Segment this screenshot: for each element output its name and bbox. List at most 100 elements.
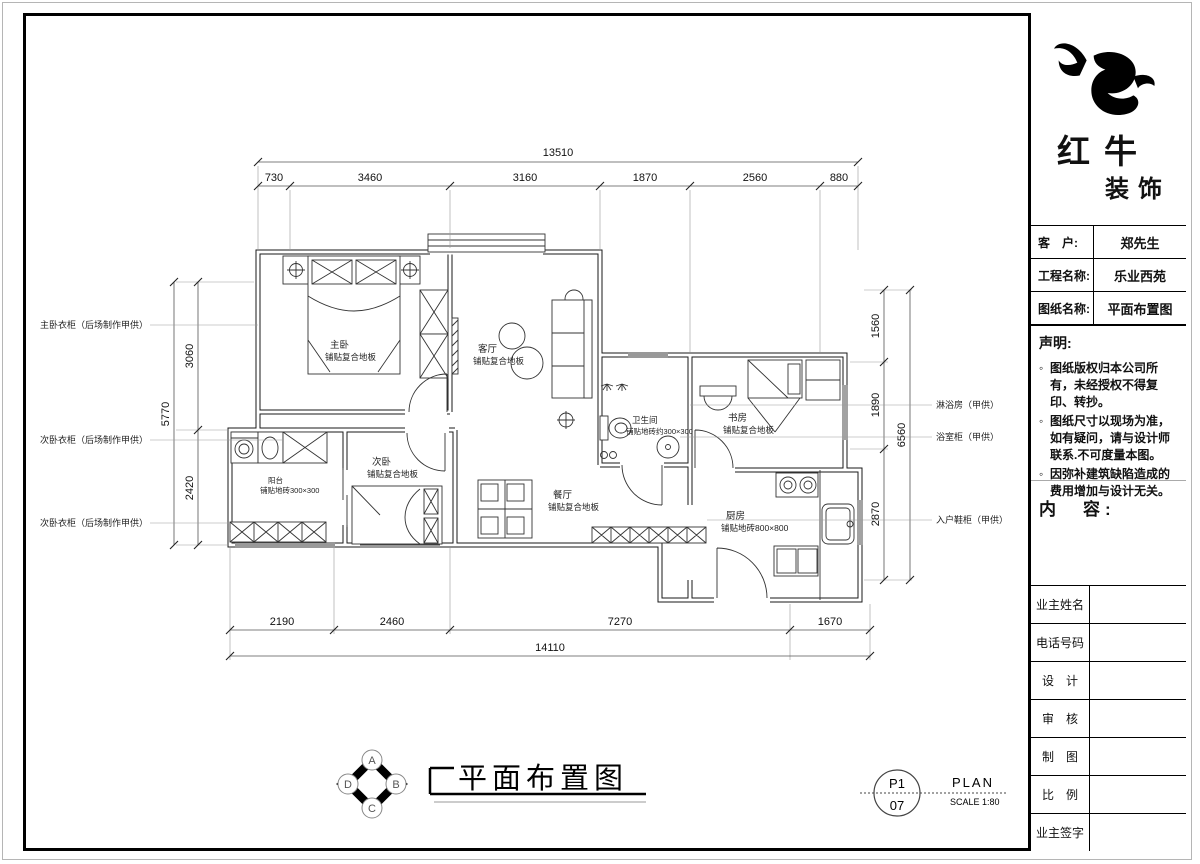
room-label-bath: 卫生间 bbox=[632, 415, 658, 425]
dining-furniture bbox=[477, 479, 533, 539]
master-door bbox=[408, 373, 448, 413]
living-room-furniture bbox=[451, 289, 593, 399]
room-floor-second: 铺贴复合地板 bbox=[367, 469, 419, 479]
bedroom2-furniture bbox=[351, 485, 443, 545]
dim-top-1: 730 bbox=[265, 172, 283, 184]
callout-second-wardrobe-2: 次卧衣柜（后场制作甲供） bbox=[40, 517, 148, 528]
bath-north-window bbox=[628, 352, 668, 358]
study-door bbox=[694, 429, 734, 469]
doors bbox=[342, 373, 768, 599]
room-floor-balcony: 铺贴地砖300×300 bbox=[260, 485, 319, 495]
dim-top-total: 13510 bbox=[543, 147, 574, 159]
divider-line bbox=[1031, 480, 1186, 481]
room-floor-kitchen: 铺贴地砖800×800 bbox=[721, 523, 789, 533]
dimensions: 13510 730 3460 3160 1870 2560 880 2190 2… bbox=[160, 147, 915, 661]
sign-row-draft: 制 图 bbox=[1031, 737, 1186, 775]
dim-left-2: 2420 bbox=[184, 476, 196, 500]
declaration-item: 图纸版权归本公司所有，未经授权不得复印、转抄。 bbox=[1039, 360, 1181, 411]
room-label-study: 书房 bbox=[728, 412, 747, 424]
room-label-dining: 餐厅 bbox=[553, 489, 573, 501]
room-floor-living: 铺贴复合地板 bbox=[473, 356, 525, 366]
room-label-second: 次卧 bbox=[372, 456, 392, 468]
sign-label-design: 设 计 bbox=[1031, 662, 1090, 699]
kitchen-fixtures bbox=[773, 470, 855, 600]
declaration-title: 声明: bbox=[1039, 335, 1072, 351]
drawing-title-group: 平面布置图 bbox=[428, 762, 646, 803]
stamp-number: 07 bbox=[890, 798, 904, 813]
study-east-window bbox=[842, 385, 848, 440]
dim-bottom-2: 2460 bbox=[380, 616, 404, 628]
dim-bottom-3: 7270 bbox=[608, 616, 632, 628]
study-furniture bbox=[699, 359, 841, 433]
title-block: 红牛 装饰 客 户: 郑先生 工程名称: 乐业西苑 图纸名称: 平面布置图 声明… bbox=[1028, 13, 1186, 851]
sign-label-signature: 业主签字 bbox=[1031, 814, 1090, 851]
content-label: 内 容: bbox=[1039, 500, 1116, 519]
bedroom2-door bbox=[406, 432, 446, 472]
callout-second-wardrobe-1: 次卧衣柜（后场制作甲供） bbox=[40, 434, 148, 445]
sign-label-draft: 制 图 bbox=[1031, 738, 1090, 775]
sign-row-scale: 比 例 bbox=[1031, 775, 1186, 813]
shower-head-icon bbox=[600, 383, 629, 391]
entry-shoe-cabinet bbox=[591, 526, 707, 544]
declaration-item: 因弥补建筑缺陷造成的费用增加与设计无关。 bbox=[1039, 466, 1181, 500]
balcony-slider bbox=[342, 468, 348, 527]
company-logo-bull-icon bbox=[1054, 43, 1155, 116]
sign-label-owner-name: 业主姓名 bbox=[1031, 586, 1090, 623]
entry-door-opening bbox=[714, 597, 770, 603]
field-row-client: 客 户: 郑先生 bbox=[1031, 225, 1186, 258]
floor-plan-svg: 主卧 铺贴复合地板 客厅 铺贴复合地板 书房 铺贴复合地板 卫生间 铺贴地砖约3… bbox=[40, 147, 1008, 819]
callout-shower-room: 淋浴房（甲供） bbox=[936, 399, 999, 410]
room-label-master: 主卧 bbox=[330, 339, 350, 351]
field-value-project: 乐业西苑 bbox=[1113, 268, 1166, 284]
declaration-block: 声明: 图纸版权归本公司所有，未经授权不得复印、转抄。 图纸尺寸以现场为准，如有… bbox=[1031, 324, 1186, 498]
compass-c: C bbox=[368, 803, 376, 815]
field-label-project: 工程名称: bbox=[1031, 259, 1094, 291]
living-north-window bbox=[427, 233, 546, 253]
dim-right-1: 1560 bbox=[870, 314, 882, 338]
dim-bottom-4: 1670 bbox=[818, 616, 842, 628]
callout-bath-cabinet: 浴室柜（甲供） bbox=[936, 431, 999, 442]
balcony-fixtures bbox=[229, 431, 328, 543]
sign-row-review: 审 核 bbox=[1031, 699, 1186, 737]
callouts: 主卧衣柜（后场制作甲供） 次卧衣柜（后场制作甲供） 次卧衣柜（后场制作甲供） 淋… bbox=[40, 319, 1008, 528]
field-value-drawing: 平面布置图 bbox=[1107, 301, 1173, 317]
dim-left-total: 5770 bbox=[160, 402, 172, 426]
sign-row-signature: 业主签字 bbox=[1031, 813, 1186, 851]
callout-master-wardrobe: 主卧衣柜（后场制作甲供） bbox=[40, 319, 148, 330]
sign-label-scale: 比 例 bbox=[1031, 776, 1090, 813]
entry-door bbox=[716, 547, 768, 599]
kitchen-east-window bbox=[857, 500, 863, 545]
ceiling-light-symbols bbox=[287, 261, 575, 429]
room-labels: 主卧 铺贴复合地板 客厅 铺贴复合地板 书房 铺贴复合地板 卫生间 铺贴地砖约3… bbox=[260, 339, 789, 533]
dim-top-2: 3460 bbox=[358, 172, 382, 184]
field-label-client: 客 户: bbox=[1031, 226, 1094, 258]
field-value-client: 郑先生 bbox=[1120, 235, 1160, 251]
dim-top-4: 1870 bbox=[633, 172, 657, 184]
company-name-sub: 装饰 bbox=[1105, 176, 1171, 203]
compass-symbol: A B C D bbox=[336, 749, 408, 819]
dim-top-5: 2560 bbox=[743, 172, 767, 184]
stamp-page: P1 bbox=[889, 776, 905, 791]
compass-d: D bbox=[344, 779, 352, 791]
dim-top-3: 3160 bbox=[513, 172, 537, 184]
room-floor-bath: 铺贴地砖约300×300 bbox=[626, 426, 693, 436]
master-bedroom-furniture bbox=[282, 255, 449, 379]
walls bbox=[227, 249, 863, 603]
sign-row-owner-name: 业主姓名 bbox=[1031, 585, 1186, 623]
callout-entry-shoe-cabinet: 入户鞋柜（甲供） bbox=[936, 514, 1008, 525]
room-floor-dining: 铺贴复合地板 bbox=[548, 502, 600, 512]
field-row-drawing: 图纸名称: 平面布置图 bbox=[1031, 291, 1186, 324]
room-label-balcony: 阳台 bbox=[268, 475, 283, 485]
room-floor-master: 铺贴复合地板 bbox=[325, 352, 377, 362]
page-stamp: P1 07 PLAN SCALE 1:80 bbox=[860, 769, 1008, 817]
dim-bottom-1: 2190 bbox=[270, 616, 294, 628]
drawing-title: 平面布置图 bbox=[458, 762, 628, 795]
windows bbox=[235, 233, 863, 548]
sign-label-phone: 电话号码 bbox=[1031, 624, 1090, 661]
sign-row-phone: 电话号码 bbox=[1031, 623, 1186, 661]
bathroom-fixtures bbox=[599, 383, 680, 459]
declaration-item: 图纸尺寸以现场为准，如有疑问，请与设计师联系.不可度量本图。 bbox=[1039, 413, 1181, 464]
field-label-drawing: 图纸名称: bbox=[1031, 292, 1094, 324]
room-floor-study: 铺贴复合地板 bbox=[723, 425, 775, 435]
